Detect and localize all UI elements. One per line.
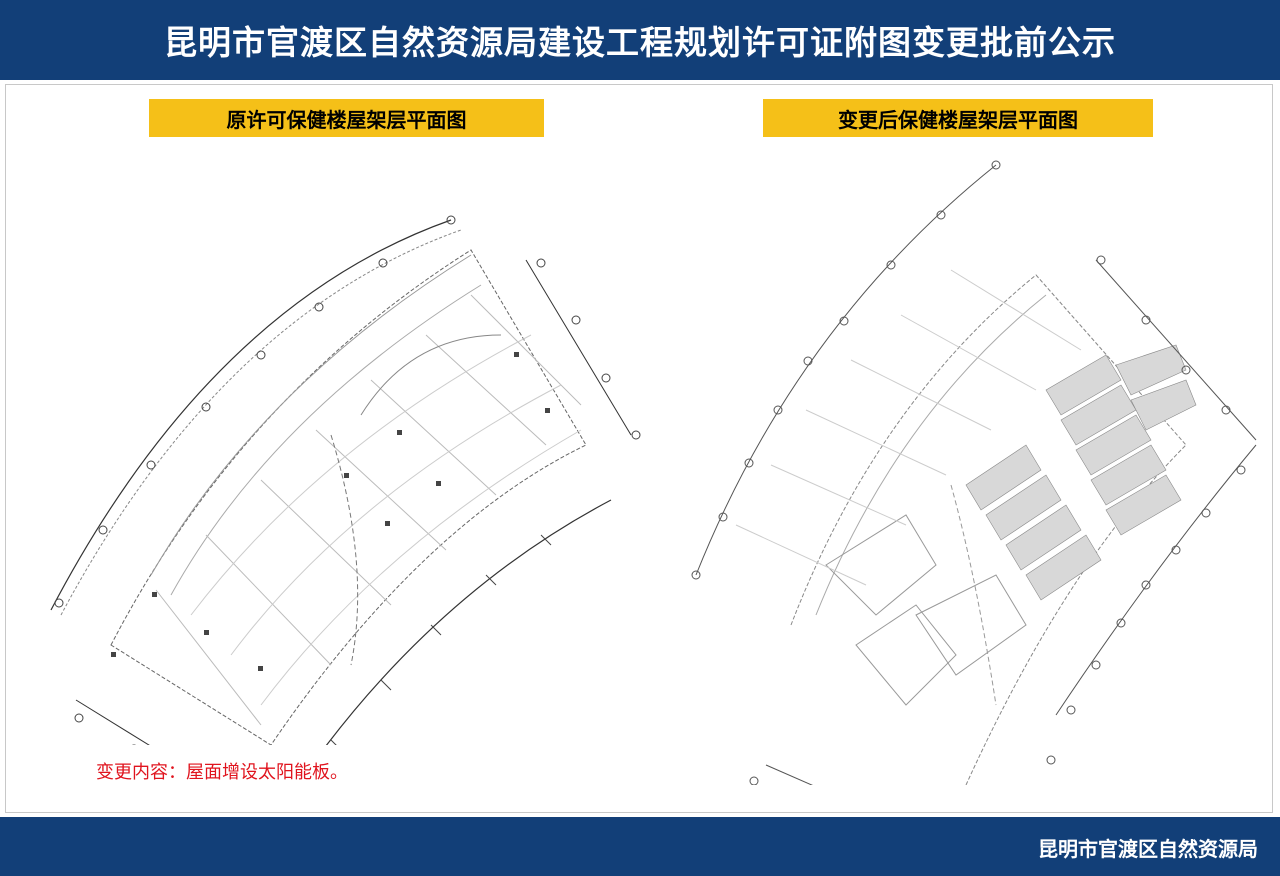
- solar-panel-array: [965, 344, 1197, 601]
- footer-bar: 昆明市官渡区自然资源局: [0, 817, 1280, 876]
- content-area: 原许可保健楼屋架层平面图 变更后保健楼屋架层平面图: [5, 84, 1273, 813]
- original-plan-title: 原许可保健楼屋架层平面图: [149, 99, 544, 137]
- original-floor-plan-drawing: [50, 215, 641, 745]
- revised-floor-plan-drawing: [691, 160, 1257, 785]
- footer-organization: 昆明市官渡区自然资源局: [1038, 837, 1258, 861]
- header-bar: 昆明市官渡区自然资源局建设工程规划许可证附图变更批前公示: [0, 0, 1280, 80]
- page-title: 昆明市官渡区自然资源局建设工程规划许可证附图变更批前公示: [164, 23, 1116, 62]
- change-description: 变更内容：屋面增设太阳能板。: [96, 762, 348, 783]
- revised-plan-title: 变更后保健楼屋架层平面图: [763, 99, 1153, 137]
